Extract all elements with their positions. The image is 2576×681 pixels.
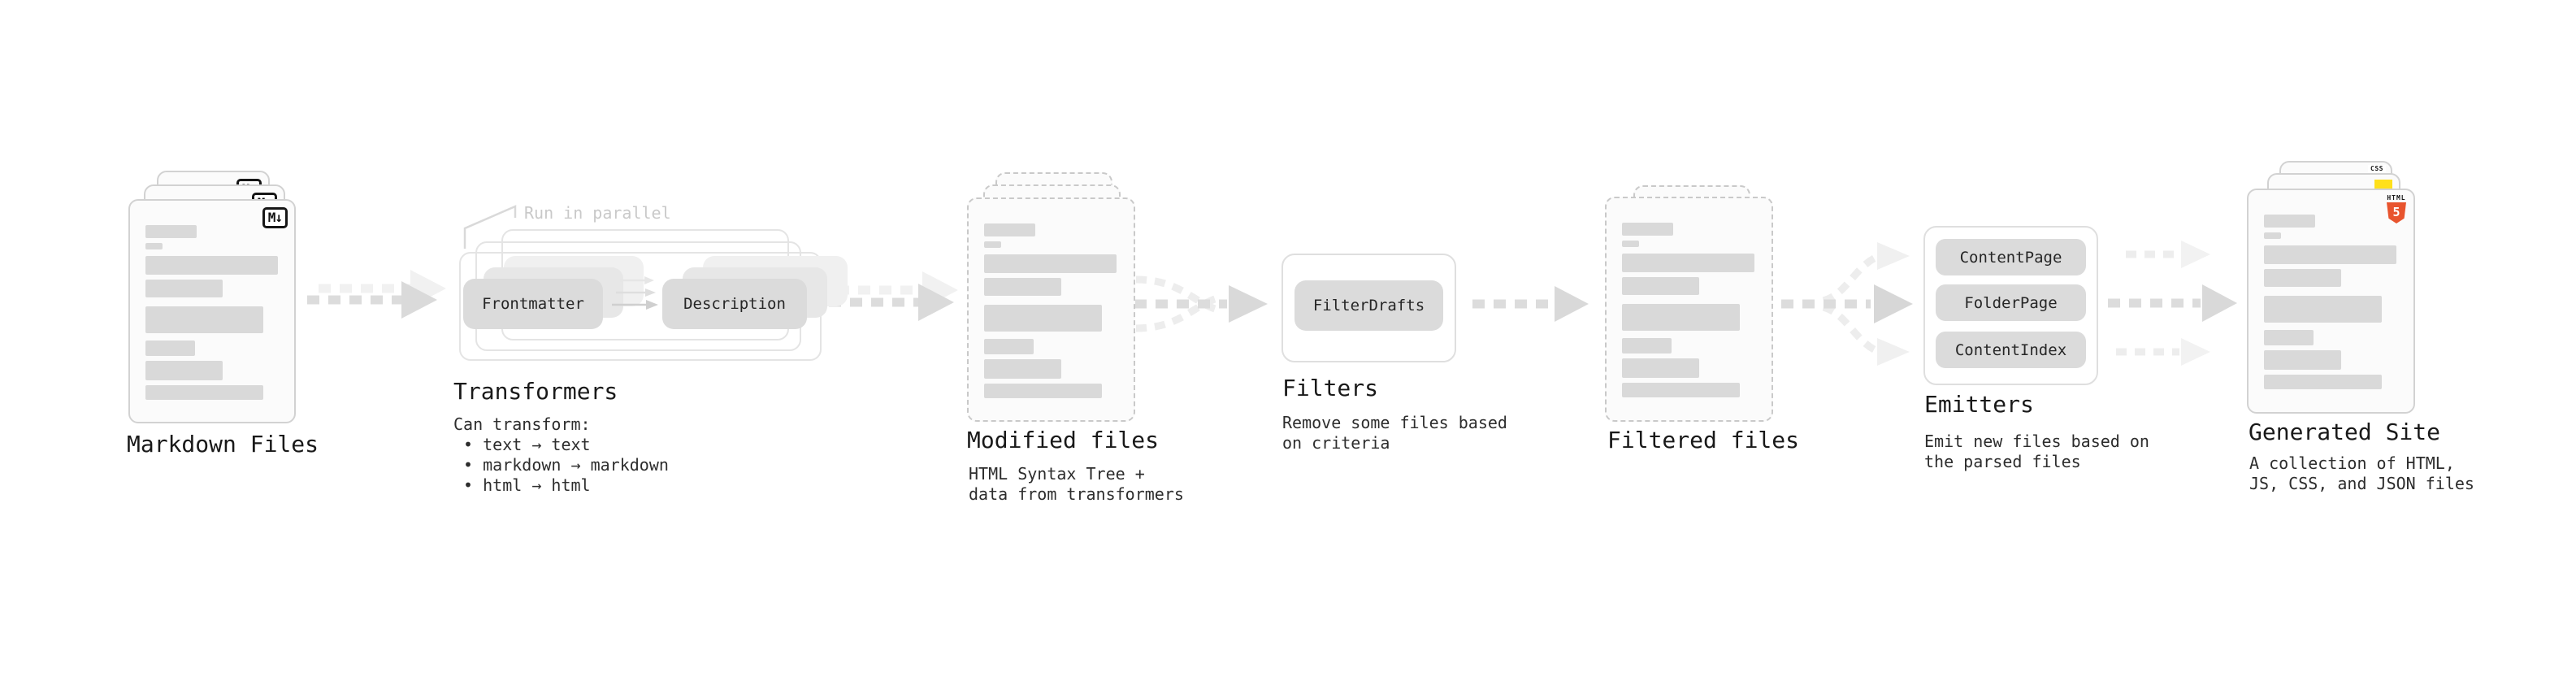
html-file-card: HTML 5 — [2247, 189, 2415, 414]
placeholder-text-bar — [145, 306, 263, 333]
placeholder-text-bar — [984, 278, 1061, 296]
placeholder-text-bar — [984, 241, 1001, 248]
arrow-modified-to-filters-icon — [1134, 275, 1268, 332]
stage-title-modified-files: Modified files — [967, 427, 1160, 453]
placeholder-text-bar — [984, 359, 1061, 379]
generated-site-stack: CSS HTML 5 — [2247, 161, 2415, 414]
modified-file-stack — [967, 172, 1135, 422]
contentpage-chip: ContentPage — [1936, 239, 2086, 275]
placeholder-text-bar — [984, 254, 1117, 273]
placeholder-text-bar — [2264, 296, 2382, 323]
filterdrafts-chip: FilterDrafts — [1295, 280, 1443, 331]
placeholder-text-bar — [145, 340, 195, 356]
placeholder-text-bar — [145, 361, 223, 380]
filtered-file-stack — [1605, 185, 1773, 422]
placeholder-text-bar — [1622, 358, 1699, 378]
placeholder-text-bar — [1622, 277, 1699, 295]
transformers-description: Can transform: • text → text • markdown … — [453, 414, 669, 495]
placeholder-text-bar — [2264, 215, 2315, 228]
emitters-description: Emit new files based on the parsed files — [1924, 432, 2149, 471]
parallel-arrows-icon — [612, 276, 658, 310]
placeholder-text-bar — [984, 305, 1102, 332]
stage-title-transformers: Transformers — [453, 378, 618, 405]
arrow-emitters-to-generated-icon — [2108, 241, 2237, 366]
stage-title-filters: Filters — [1282, 375, 1379, 401]
placeholder-text-bar — [145, 385, 263, 400]
contentindex-chip: ContentIndex — [1936, 332, 2086, 368]
placeholder-text-bar — [1622, 304, 1740, 331]
js-icon — [2374, 180, 2392, 189]
modified-file-card — [967, 197, 1135, 422]
placeholder-text-bar — [145, 225, 197, 238]
placeholder-text-bar — [984, 384, 1102, 398]
placeholder-text-bar — [1622, 254, 1754, 272]
html5-icon: HTML 5 — [2386, 194, 2407, 223]
markdown-icon: M↓ — [262, 207, 288, 228]
emitters-frame: ContentPage FolderPage ContentIndex — [1923, 226, 2098, 385]
filters-description: Remove some files based on criteria — [1282, 413, 1507, 453]
placeholder-text-bar — [2264, 330, 2314, 345]
stage-title-generated-site: Generated Site — [2249, 419, 2441, 445]
arrow-markdown-to-transformers-icon — [307, 270, 446, 319]
markdown-file-stack: M↓ M↓ M↓ — [128, 171, 296, 423]
frontmatter-chip: Frontmatter — [463, 279, 603, 329]
placeholder-text-bar — [2264, 245, 2396, 264]
placeholder-text-bar — [1622, 223, 1673, 236]
run-in-parallel-annotation: Run in parallel — [524, 203, 671, 223]
generated-site-description: A collection of HTML, JS, CSS, and JSON … — [2249, 453, 2474, 493]
arrow-transformers-to-modified-icon — [829, 271, 958, 321]
placeholder-text-bar — [145, 256, 278, 275]
placeholder-text-bar — [984, 339, 1034, 354]
placeholder-text-bar — [1622, 241, 1639, 247]
arrow-filtered-to-emitters-icon — [1781, 242, 1913, 366]
description-chip: Description — [662, 279, 807, 329]
folderpage-chip: FolderPage — [1936, 284, 2086, 321]
placeholder-text-bar — [2264, 269, 2341, 287]
placeholder-text-bar — [145, 243, 163, 249]
stage-title-markdown-files: Markdown Files — [127, 431, 319, 458]
placeholder-text-bar — [2264, 232, 2281, 239]
placeholder-text-bar — [145, 280, 223, 297]
placeholder-text-bar — [2264, 375, 2382, 389]
filtered-file-card — [1605, 197, 1773, 422]
modified-files-description: HTML Syntax Tree + data from transformer… — [969, 464, 1184, 504]
placeholder-text-bar — [984, 223, 1035, 236]
stage-title-emitters: Emitters — [1924, 391, 2034, 418]
transformer-stack: Frontmatter Description — [459, 229, 848, 361]
filters-frame: FilterDrafts — [1281, 254, 1456, 362]
placeholder-text-bar — [1622, 383, 1740, 397]
arrow-filters-to-filtered-icon — [1472, 286, 1589, 322]
stage-title-filtered-files: Filtered files — [1607, 427, 1800, 453]
placeholder-text-bar — [1622, 338, 1672, 354]
markdown-file-card: M↓ — [128, 199, 296, 423]
placeholder-text-bar — [2264, 350, 2341, 370]
